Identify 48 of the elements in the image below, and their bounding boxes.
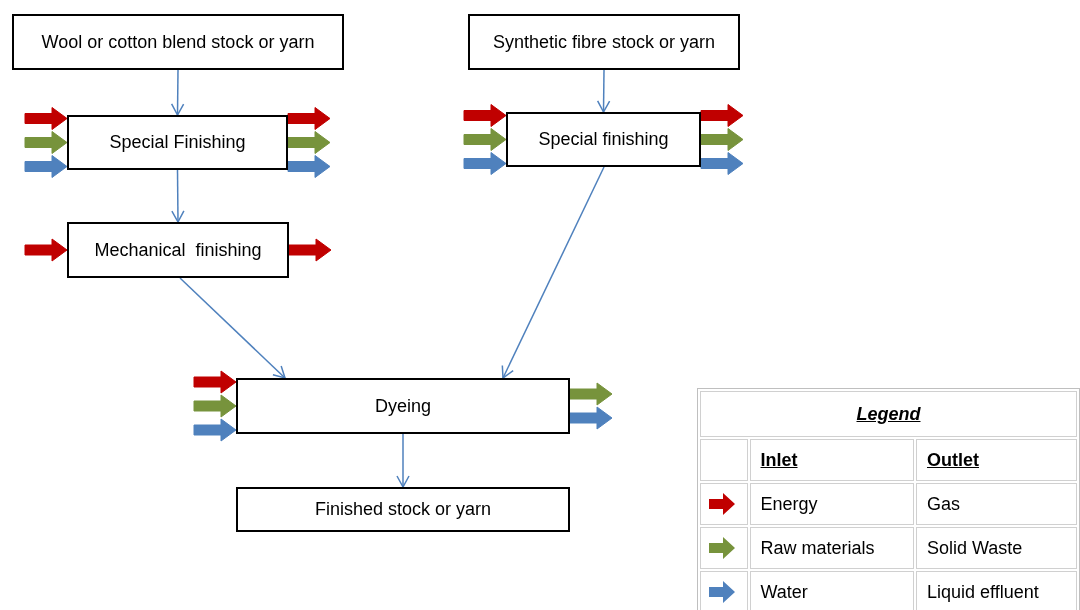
inlet-arrow: [193, 370, 237, 394]
flow-arrow: [396, 433, 410, 488]
legend-text: Raw materials: [749, 527, 914, 569]
box-label: Mechanical finishing: [94, 239, 262, 261]
outlet-arrow: [569, 382, 613, 406]
outlet-arrow: [287, 107, 331, 130]
column-header: Outlet: [916, 439, 1077, 481]
inlet-arrow: [24, 131, 68, 154]
inlet-arrow: [193, 394, 237, 418]
inlet-arrow: [24, 107, 68, 130]
inlet-arrow: [463, 152, 507, 175]
legend-title: Legend: [700, 391, 1077, 437]
process-box: [236, 378, 570, 434]
inlet-arrow: [24, 238, 68, 262]
flow-arrow: [179, 277, 286, 379]
legend-text: Energy: [749, 483, 914, 525]
flow-arrow: [596, 69, 611, 113]
outlet-arrow: [700, 104, 744, 127]
box-label: Wool or cotton blend stock or yarn: [41, 31, 315, 53]
inlet-arrow: [463, 104, 507, 127]
box-label: Finished stock or yarn: [314, 499, 492, 520]
process-box: [468, 14, 740, 70]
legend-text: Liquid effluent: [916, 571, 1077, 610]
flow-arrow: [501, 166, 605, 379]
outlet-arrow: [288, 238, 332, 262]
box-label: Special finishing: [538, 129, 669, 150]
column-header: Inlet: [749, 439, 914, 481]
process-box: [12, 14, 344, 70]
process-box: [506, 112, 701, 167]
legend-text: Gas: [916, 483, 1077, 525]
box-label: Synthetic fibre stock or yarn: [492, 31, 716, 53]
inlet-arrow: [24, 155, 68, 178]
outlet-arrow: [700, 152, 744, 175]
outlet-arrow: [569, 406, 613, 430]
flow-arrow: [171, 169, 185, 223]
outlet-arrow: [287, 155, 331, 178]
process-box: [67, 222, 289, 278]
legend-text: Solid Waste: [916, 527, 1077, 569]
outlet-arrow: [287, 131, 331, 154]
process-box: [67, 115, 288, 170]
box-label: Special Finishing: [109, 132, 246, 153]
legend-text: Water: [749, 571, 914, 610]
outlet-arrow: [700, 128, 744, 151]
flow-arrow: [170, 69, 185, 116]
box-label: Dyeing: [375, 395, 431, 417]
inlet-arrow: [463, 128, 507, 151]
process-box: [236, 487, 570, 532]
inlet-arrow: [193, 418, 237, 442]
